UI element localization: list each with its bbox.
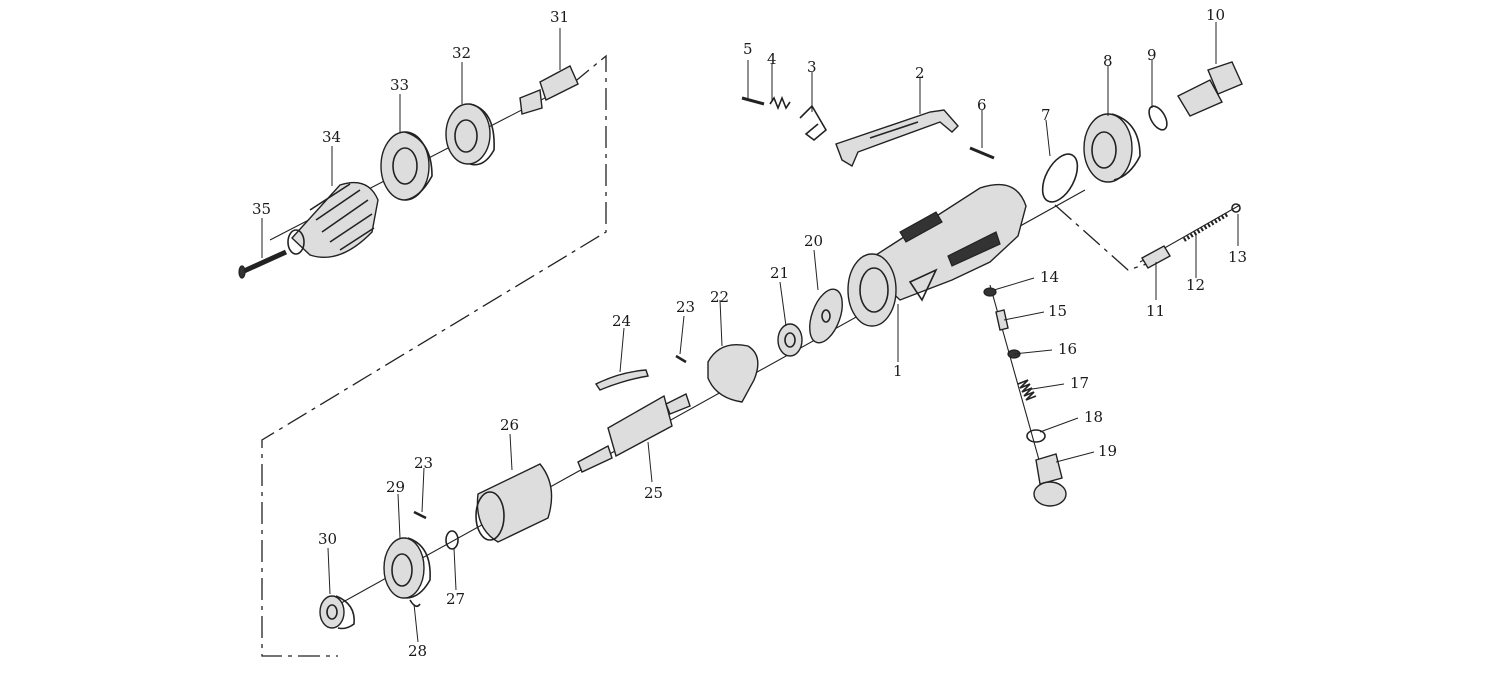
part-30-bearing [319,595,355,630]
label-14: 14 [1040,268,1059,286]
label-31: 31 [550,8,569,26]
part-18-o-ring [1026,429,1046,443]
label-29: 29 [386,478,405,496]
label-35: 35 [252,200,271,218]
label-3: 3 [807,58,817,76]
part-10-air-inlet [1177,61,1243,117]
label-18: 18 [1084,408,1103,426]
part-9-small-o-ring [1148,105,1168,131]
part-15-valve-pin [995,309,1009,331]
part-32-threaded-ring [445,103,495,166]
part-2-trigger-lever [835,109,959,168]
part-4-spring [769,95,791,111]
label-23-upper: 23 [676,298,695,316]
part-1-housing [847,183,1027,327]
part-8-end-cap [1083,113,1141,183]
part-3-lever [799,104,828,142]
part-23-roll-pin-upper [675,354,687,364]
label-27: 27 [446,590,465,608]
part-25-rotor [577,393,691,473]
part-7-o-ring [1041,153,1079,203]
part-33-nut [380,131,433,201]
part-24-vane [594,369,649,391]
label-21: 21 [770,264,789,282]
part-27-washer [445,530,459,550]
label-24: 24 [612,312,631,330]
part-26-cylinder [475,463,553,543]
part-21-bearing [777,323,803,357]
label-7: 7 [1041,106,1051,124]
label-19: 19 [1098,442,1117,460]
label-25: 25 [644,484,663,502]
label-32: 32 [452,44,471,62]
label-33: 33 [390,76,409,94]
part-5-pin [741,96,765,106]
label-13: 13 [1228,248,1247,266]
label-16: 16 [1058,340,1077,358]
label-34: 34 [322,128,341,146]
label-22: 22 [710,288,729,306]
label-26: 26 [500,416,519,434]
label-4: 4 [767,50,777,68]
part-20-end-plate [809,288,843,344]
part-19-valve-cap [1033,453,1067,507]
label-12: 12 [1186,276,1205,294]
label-30: 30 [318,530,337,548]
part-29-end-plate [383,537,431,599]
label-23-lower: 23 [414,454,433,472]
leader-lines [261,22,1239,643]
part-31-spindle [519,65,579,115]
part-14-washer [983,287,997,297]
label-9: 9 [1147,46,1157,64]
label-10: 10 [1206,6,1225,24]
part-22-cylinder-cover [707,344,759,403]
part-23-roll-pin-lower [413,510,427,520]
label-28: 28 [408,642,427,660]
part-35-screw [238,249,288,279]
part-6-pin [969,146,995,160]
label-20: 20 [804,232,823,250]
label-15: 15 [1048,302,1067,320]
label-6: 6 [977,96,987,114]
part-28-clip [409,599,421,608]
label-17: 17 [1070,374,1089,392]
part-11-sleeve [1141,245,1171,269]
label-2: 2 [915,64,925,82]
label-8: 8 [1103,52,1113,70]
part-labels: 31 32 33 34 35 5 4 3 2 6 7 8 9 10 1 14 1… [252,6,1247,660]
part-13-end-ball [1231,203,1241,213]
label-11: 11 [1146,302,1165,320]
label-5: 5 [743,40,753,58]
part-12-rod [1182,212,1230,242]
part-34-chuck [287,181,379,259]
label-1: 1 [893,362,903,380]
